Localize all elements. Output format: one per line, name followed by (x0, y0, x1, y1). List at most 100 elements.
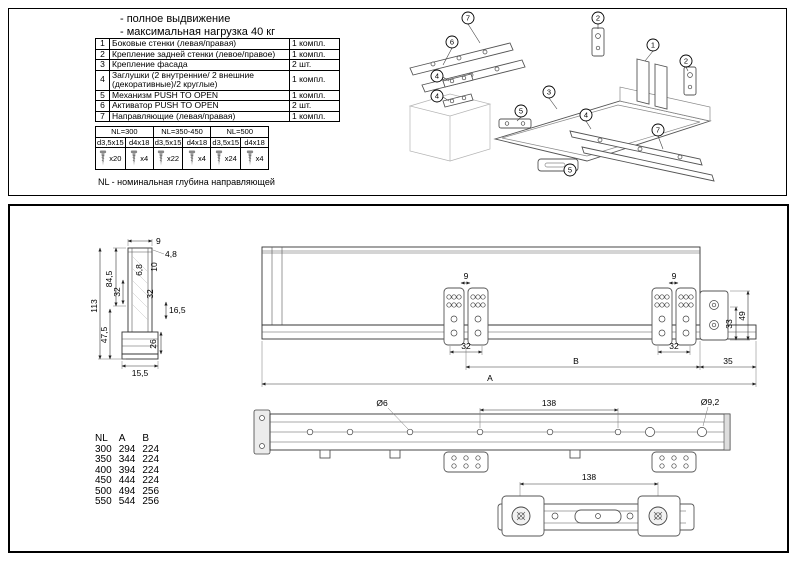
screw-size: d4x18 (240, 136, 270, 148)
dim-label: 16,5 (169, 305, 186, 315)
size-cell: 344 (118, 454, 136, 465)
part-name: Заглушки (2 внутренние/ 2 внешние (декор… (109, 69, 290, 91)
callout-label: 4 (435, 92, 439, 101)
rail-cluster-rear (651, 451, 697, 473)
callout-7b: 7 (651, 123, 665, 137)
callout-label: 5 (568, 166, 572, 175)
dim-label: 113 (89, 299, 99, 313)
screws-size-row: d3,5x15 d4x18 d3,5x15 d4x18 d3,5x15 d4x1… (95, 136, 270, 148)
size-col-header: A (118, 433, 126, 444)
screw-size: d4x18 (182, 136, 212, 148)
dim-label: 15,5 (132, 368, 149, 378)
part-number: 4 (95, 69, 110, 91)
screw-qty: x4 (197, 153, 206, 163)
slide-rails-left (409, 42, 526, 93)
rail-dimensions: Ø6 138 Ø9,2 (376, 397, 720, 430)
dim-label: 49 (737, 311, 747, 321)
parts-row: 6 Активатор PUSH TO OPEN 2 шт. (95, 100, 340, 112)
dim-label: 84,5 (104, 270, 114, 287)
screws-qty-row: x20 x4 x22 x4 x24 x4 (95, 147, 270, 170)
screws-group-header: NL=350-450 (152, 126, 212, 138)
screw-qty-cell: x24 (210, 147, 242, 170)
screw-qty: x24 (224, 153, 237, 163)
parts-row: 7 Направляющие (левая/правая) 1 компл. (95, 110, 340, 122)
dim-label: 33 (724, 319, 734, 329)
part-number: 3 (95, 59, 110, 71)
dim-label: 6,8 (134, 264, 144, 276)
dim-label: 9 (672, 271, 677, 281)
part-number: 2 (95, 48, 110, 60)
dim-label: 9 (156, 236, 161, 246)
callout-2: 2 (591, 11, 605, 25)
guide-rails-bottom (569, 130, 715, 182)
bracket-cluster-rear (651, 287, 697, 346)
side-view: 9 9 32 32 B 35 A (261, 246, 757, 387)
exploded-view-diagram: 7 2 6 1 2 4 4 3 4 7 5 5 (408, 11, 715, 182)
size-cell: 256 (142, 496, 160, 507)
screws-group-header: NL=500 (210, 126, 270, 138)
callout-label: 1 (651, 41, 655, 50)
bracket-cluster-front (443, 287, 489, 346)
part-name: Механизм PUSH TO OPEN (109, 89, 290, 101)
rear-bracket-view: 138 (497, 472, 695, 537)
parts-row: 4 Заглушки (2 внутренние/ 2 внешние (дек… (95, 69, 340, 91)
profile-dimensions: 9 4,8 84,5 6,8 10 32 32 113 16,5 (89, 236, 186, 378)
size-row: 500 494 256 (95, 486, 166, 498)
size-row: 550 544 256 (95, 496, 166, 508)
part-name: Боковые стенки (левая/правая) (109, 38, 290, 50)
screw-qty-cell: x22 (152, 147, 184, 170)
back-brackets (591, 27, 697, 96)
size-cell: 444 (118, 475, 136, 486)
callout-label: 2 (684, 57, 688, 66)
screw-icon (215, 150, 222, 166)
size-table: NL A B 300 294 224 350 344 224 400 394 2… (95, 433, 166, 508)
dim-label: 10 (149, 262, 159, 272)
hatching (131, 255, 149, 321)
screw-size: d3,5x15 (95, 136, 126, 148)
parts-row: 3 Крепление фасада 2 шт. (95, 59, 340, 71)
dim-label: 138 (542, 398, 556, 408)
screw-qty: x20 (109, 153, 122, 163)
drawings-section: 9 4,8 84,5 6,8 10 32 32 113 16,5 (8, 204, 789, 553)
rail-cluster-front (443, 451, 489, 473)
parts-table: 1 Боковые стенки (левая/правая) 1 компл.… (95, 38, 340, 122)
screw-icon (157, 150, 165, 166)
size-cell: 450 (95, 475, 112, 486)
note-full-extension: - полное выдвижение (120, 13, 231, 25)
callout-label: 4 (584, 111, 588, 120)
part-name: Активатор PUSH TO OPEN (109, 100, 290, 112)
part-name: Направляющие (левая/правая) (109, 110, 290, 122)
callout-label: 7 (656, 126, 660, 135)
size-cell: 294 (118, 443, 136, 455)
mounting-plates (442, 73, 474, 108)
size-cell: 394 (118, 464, 136, 476)
callout-2b: 2 (679, 54, 693, 68)
callout-5a: 5 (514, 104, 528, 118)
size-cell: 544 (118, 496, 136, 507)
footnote: NL - номинальная глубина направляющей (98, 177, 275, 187)
dim-label: 32 (669, 341, 679, 351)
callout-label: 2 (596, 14, 600, 23)
profile-cross-section: 9 4,8 84,5 6,8 10 32 32 113 16,5 (89, 236, 186, 378)
dim-label: 32 (145, 289, 155, 299)
parts-section: - полное выдвижение - максимальная нагру… (8, 8, 787, 196)
screws-table: NL=300 NL=350-450 NL=500 d3,5x15 d4x18 d… (95, 126, 270, 170)
callout-6: 6 (445, 35, 459, 49)
size-cell: 224 (142, 464, 160, 476)
callout-5b: 5 (563, 163, 577, 177)
dim-label: 9 (464, 271, 469, 281)
dim-label: 4,8 (165, 249, 177, 259)
size-cell: 300 (95, 443, 112, 455)
part-qty: 1 компл. (289, 48, 340, 60)
dim-label: Ø9,2 (701, 397, 720, 407)
dim-label: A (487, 373, 493, 383)
screw-qty: x4 (255, 153, 264, 163)
side-view-dimensions: 9 9 32 32 B 35 A (261, 271, 757, 387)
push-open-activator (498, 118, 532, 129)
dim-label: 35 (723, 356, 733, 366)
callout-1: 1 (646, 38, 660, 52)
screws-header-row: NL=300 NL=350-450 NL=500 (95, 126, 270, 138)
size-cell: 350 (95, 454, 112, 465)
callout-4a: 4 (430, 69, 444, 83)
screw-qty: x4 (140, 153, 149, 163)
